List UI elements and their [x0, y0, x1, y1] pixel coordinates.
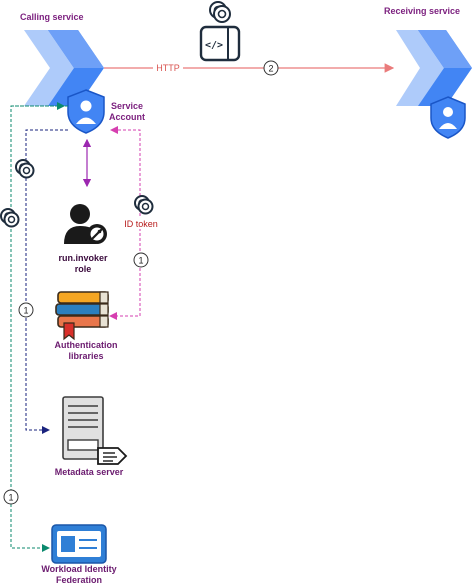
- receiving-service-chevron-icon: [396, 30, 472, 106]
- id-token-step-badge: 1: [133, 252, 149, 268]
- receiving-shield-icon: [430, 96, 466, 139]
- metadata-step-number: 1: [23, 306, 28, 316]
- id-token-step-number: 1: [138, 256, 143, 266]
- run-invoker-label: run.invoker role: [58, 253, 108, 274]
- books-icon: [55, 291, 109, 341]
- svg-text:</>: </>: [205, 40, 223, 51]
- federation-token-icon: [0, 208, 20, 228]
- user-key-icon: [64, 204, 107, 244]
- calling-service-label: Calling service: [20, 12, 84, 22]
- http-step-number: 2: [268, 64, 273, 74]
- auth-libraries-label: Authentication libraries: [54, 340, 118, 361]
- calling-service-chevron-icon: [24, 30, 104, 106]
- federation-flow-arrow: [10, 105, 68, 552]
- id-token-label: ID token: [124, 219, 158, 229]
- id-card-icon: [51, 524, 107, 564]
- federation-step-badge: 1: [3, 489, 19, 505]
- workload-identity-label: Workload Identity Federation: [41, 564, 117, 585]
- service-account-label: Service Account: [109, 101, 145, 122]
- metadata-token-icon: [15, 159, 35, 179]
- token-coins-icon: [209, 1, 231, 23]
- metadata-step-badge: 1: [18, 302, 34, 318]
- metadata-flow-arrow: [25, 129, 68, 434]
- http-step-badge: 2: [263, 60, 279, 76]
- http-label: HTTP: [156, 63, 180, 73]
- id-token-coins-icon: [134, 195, 154, 215]
- server-icon: [62, 396, 128, 465]
- service-account-shield-icon: [67, 89, 105, 134]
- metadata-server-label: Metadata server: [54, 467, 124, 477]
- code-window-icon: </>: [199, 25, 241, 62]
- receiving-service-label: Receiving service: [384, 6, 461, 16]
- federation-step-number: 1: [8, 493, 13, 503]
